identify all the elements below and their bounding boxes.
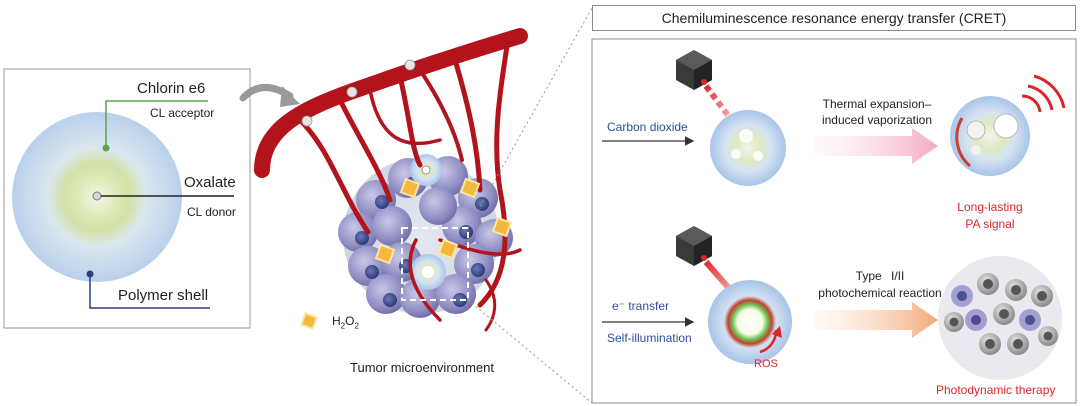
- np-top-after: [950, 96, 1030, 176]
- delivery-arrow-head: [280, 86, 300, 107]
- zoom-line-top: [467, 7, 593, 229]
- bubble: [739, 129, 753, 143]
- shell-dot: [86, 270, 94, 278]
- self-illumination-label: Self-illumination: [607, 331, 692, 345]
- np-top-before: [710, 110, 786, 186]
- ros-label: ROS: [754, 358, 778, 370]
- shell-label: Polymer shell: [118, 287, 209, 304]
- laser-device-bottom: [676, 226, 712, 266]
- laser-device-top: [676, 50, 712, 90]
- np-bottom-glowing: [708, 280, 792, 364]
- tumor-nanoparticle-core: [422, 266, 434, 278]
- carbon-dioxide-label: Carbon dioxide: [607, 120, 688, 134]
- burst-bubble: [993, 113, 1019, 139]
- bubble: [731, 149, 741, 159]
- chlorin-sublabel: CL acceptor: [150, 106, 215, 120]
- bubble: [966, 120, 986, 140]
- oxalate-sublabel: CL donor: [187, 205, 236, 219]
- process-arrow-top: [814, 128, 938, 164]
- h2o2-legend-label: H2O2: [332, 314, 359, 331]
- bubble: [971, 145, 981, 155]
- shell-pointer-line: [89, 274, 210, 309]
- zoom-box: [401, 227, 469, 301]
- h2o2-legend-icon: [300, 312, 318, 330]
- vaporization-label: Thermal expansion– induced vaporization: [821, 97, 933, 127]
- ros-arc-head: [772, 326, 782, 338]
- process-arrow-bottom: [814, 302, 938, 338]
- oxalate-dot: [92, 191, 102, 201]
- electron-transfer-label: e⁻ transfer: [612, 299, 670, 313]
- bubble: [753, 151, 763, 161]
- h2o2-markers: [374, 177, 513, 265]
- pa-signal-waves: [1021, 74, 1066, 113]
- np-red-rim: [955, 117, 972, 168]
- chlorin-pointer-line: [105, 100, 208, 148]
- photodynamic-therapy-label: Photodynamic therapy: [936, 383, 1056, 397]
- therapy-cells: [944, 273, 1058, 355]
- chlorin-dot: [102, 144, 110, 152]
- zoom-line-bottom: [467, 299, 593, 404]
- tumor-caption: Tumor microenvironment: [350, 360, 495, 375]
- photochemical-label: Type I/II photochemical reaction: [818, 269, 942, 300]
- vessel-particles: [301, 59, 416, 127]
- pa-signal-label: Long-lasting PA signal: [957, 200, 1023, 231]
- tumor-nanoparticle-core: [421, 165, 431, 175]
- oxalate-label: Oxalate: [184, 174, 236, 191]
- laser-beam-top: [703, 84, 733, 120]
- chlorin-label: Chlorin e6: [137, 80, 206, 97]
- cret-title: Chemiluminescence resonance energy trans…: [592, 5, 1076, 31]
